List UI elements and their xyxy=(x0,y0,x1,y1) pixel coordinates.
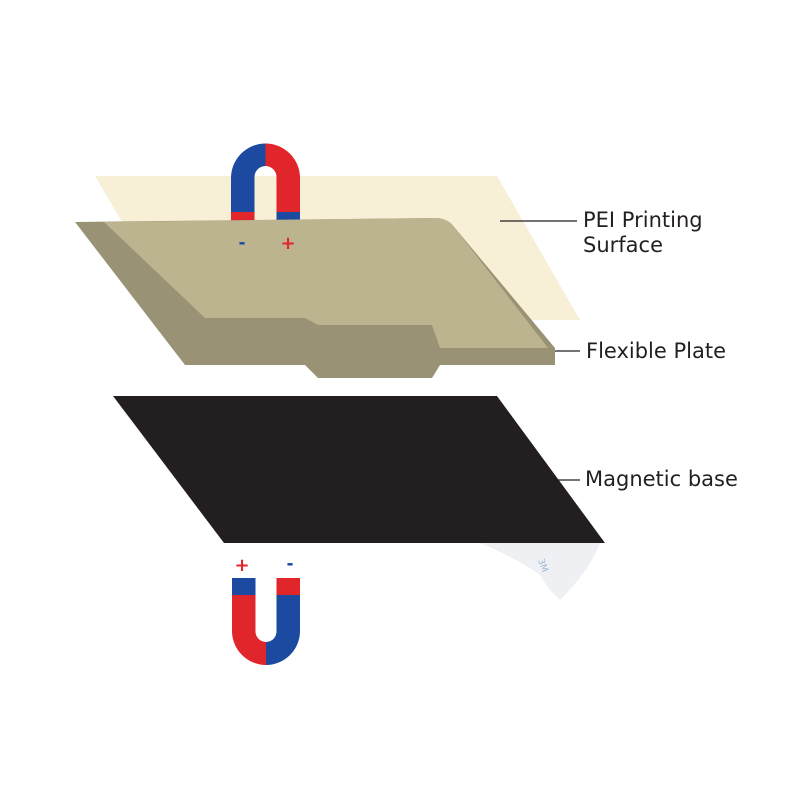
pei-label-line1: PEI Printing xyxy=(583,208,703,232)
top-magnet-plus: + xyxy=(280,233,295,254)
pei-label: PEI Printing Surface xyxy=(583,208,703,258)
bottom-magnet-plus: + xyxy=(234,555,249,576)
pei-label-line2: Surface xyxy=(583,233,664,257)
magnetic-base xyxy=(113,396,605,543)
flexible-plate-label: Flexible Plate xyxy=(586,339,727,363)
tape-text: 3M xyxy=(535,558,549,574)
bottom-magnet-minus: - xyxy=(286,554,293,574)
magnetic-base-label: Magnetic base xyxy=(585,467,738,491)
flexible-plate xyxy=(75,218,555,378)
top-magnet-minus: - xyxy=(238,233,245,253)
adhesive-tape xyxy=(480,543,600,600)
bottom-magnet-icon xyxy=(232,578,300,665)
